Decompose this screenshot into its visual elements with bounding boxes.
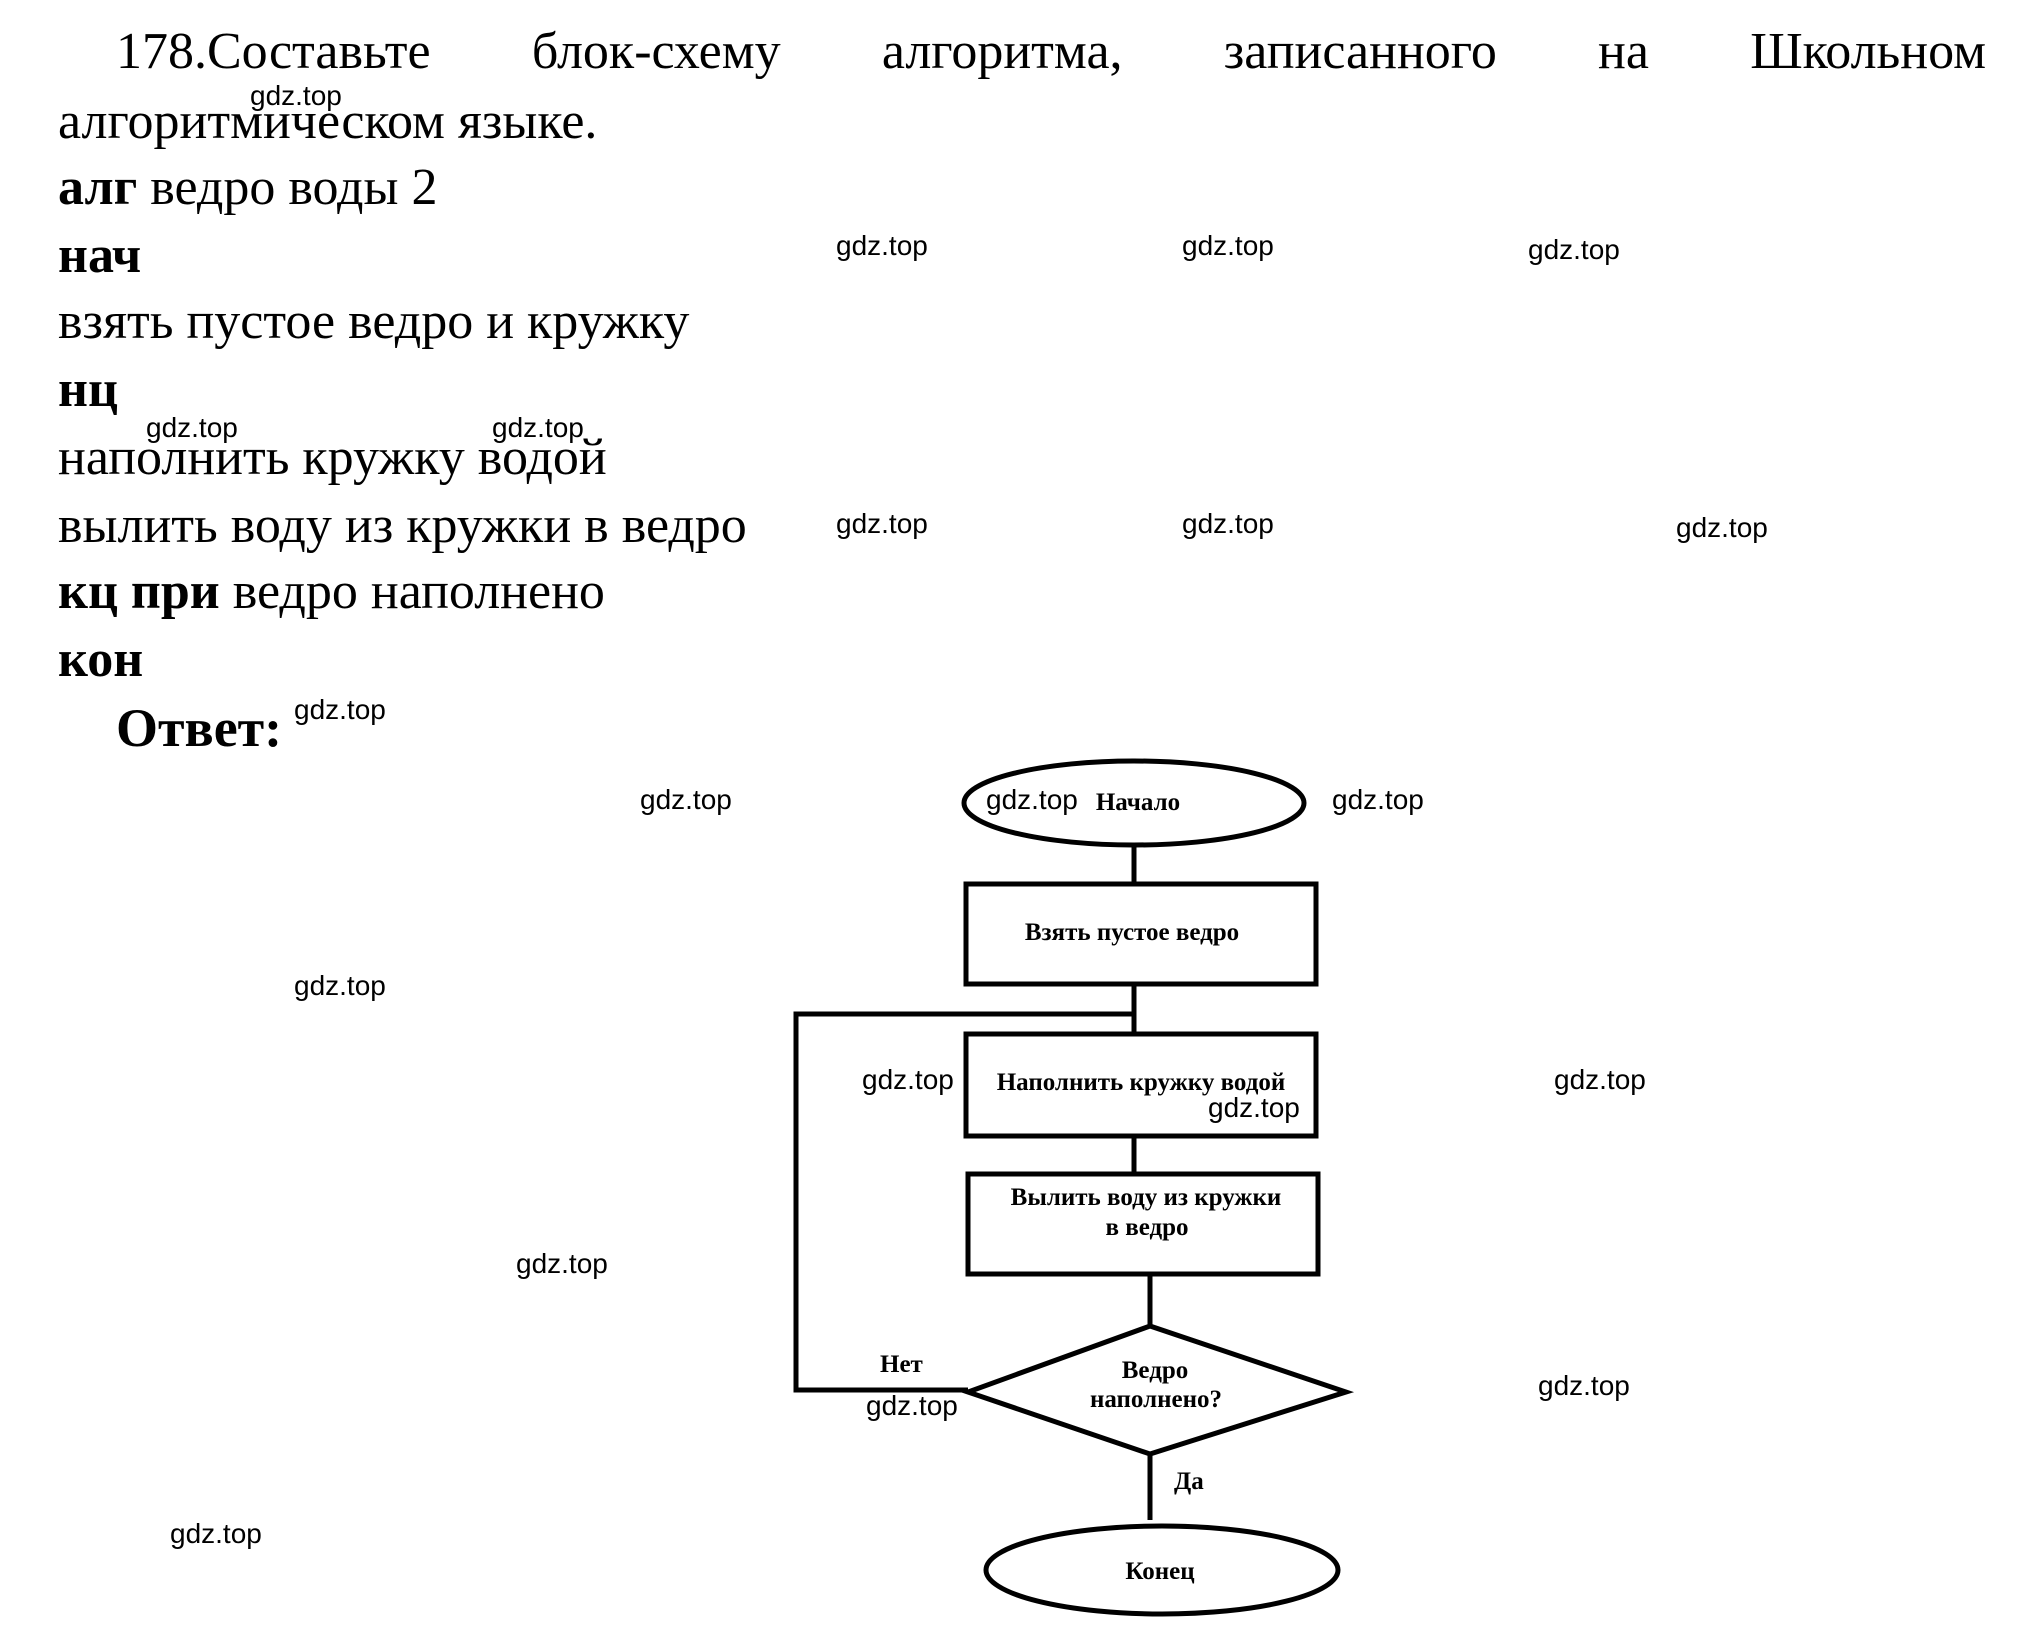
- step-pour: вылить воду из кружки в ведро: [58, 497, 747, 554]
- alg-header: алг ведро воды 2: [58, 158, 437, 218]
- watermark: gdz.top: [170, 1518, 262, 1549]
- decision-label-line-2: наполнено?: [1090, 1386, 1222, 1413]
- watermark: gdz.top: [1332, 784, 1424, 815]
- watermark: gdz.top: [1554, 1064, 1646, 1095]
- loop-end-keyword: кц при: [58, 563, 220, 620]
- yes-branch-label: Да: [1174, 1468, 1204, 1495]
- take-label: Взять пустое ведро: [1025, 919, 1239, 946]
- watermark: gdz.top: [640, 784, 732, 815]
- step-fill: наполнить кружку водой: [58, 429, 607, 486]
- watermark: gdz.top: [250, 80, 342, 111]
- watermark: gdz.top: [492, 412, 584, 443]
- watermark: gdz.top: [294, 970, 386, 1001]
- loop-end: кц при ведро наполнено: [58, 562, 605, 622]
- fill-label: Наполнить кружку водой: [997, 1069, 1286, 1096]
- end-terminal: [983, 1523, 1341, 1617]
- watermark: gdz.top: [862, 1064, 954, 1095]
- decision-label-line-1: Ведро: [1122, 1357, 1189, 1384]
- pour-label-line-1: Вылить воду из кружки: [1011, 1184, 1282, 1211]
- watermark: gdz.top: [1528, 234, 1620, 265]
- task-statement-line-1: 178.Составьте блок-схему алгоритма, запи…: [116, 23, 1986, 80]
- watermark: gdz.top: [294, 694, 386, 725]
- alg-keyword: алг: [58, 159, 138, 216]
- answer-label: Ответ:: [116, 698, 283, 758]
- loop-condition: ведро наполнено: [232, 563, 605, 620]
- pour-process-box: [965, 1171, 1321, 1277]
- watermark: gdz.top: [146, 412, 238, 443]
- end-label: Конец: [1125, 1558, 1194, 1585]
- end-keyword: кон: [58, 631, 144, 688]
- step-take: взять пустое ведро и кружку: [58, 293, 690, 350]
- watermark: gdz.top: [1208, 1092, 1300, 1123]
- take-process-box: [963, 881, 1319, 987]
- watermark: gdz.top: [1182, 230, 1274, 261]
- task-statement-line-2: алгоритмическом языке.: [58, 93, 598, 150]
- watermark: gdz.top: [866, 1390, 958, 1421]
- loop-back-connector: [793, 1011, 1134, 1393]
- watermark: gdz.top: [986, 784, 1078, 815]
- watermark: gdz.top: [836, 508, 928, 539]
- watermark: gdz.top: [1538, 1370, 1630, 1401]
- pour-label-line-2: в ведро: [1105, 1214, 1188, 1241]
- alg-name: ведро воды 2: [150, 159, 438, 216]
- no-branch-label: Нет: [880, 1351, 923, 1378]
- watermark: gdz.top: [1182, 508, 1274, 539]
- loop-start-keyword: нц: [58, 361, 118, 418]
- begin-keyword: нач: [58, 227, 142, 284]
- watermark: gdz.top: [1676, 512, 1768, 543]
- start-label: Начало: [1096, 789, 1180, 816]
- watermark: gdz.top: [836, 230, 928, 261]
- watermark: gdz.top: [516, 1248, 608, 1279]
- fill-process-box: [963, 1031, 1319, 1139]
